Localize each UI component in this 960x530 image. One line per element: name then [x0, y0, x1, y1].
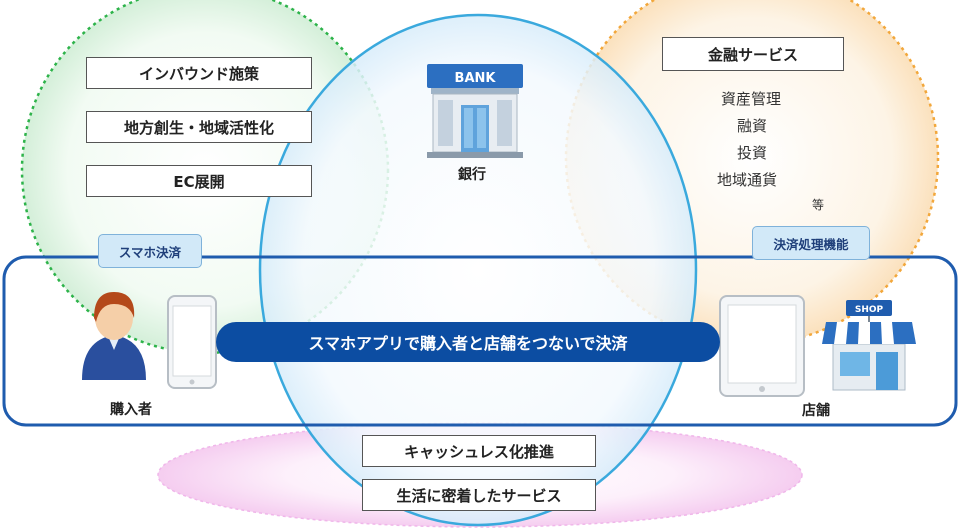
- service-etc: 等: [812, 198, 825, 212]
- service-currency: 地域通貨: [717, 171, 778, 189]
- shop-sign: SHOP: [855, 305, 884, 315]
- inbound-box: インバウンド施策: [86, 57, 312, 89]
- shop-icon: SHOP: [822, 300, 916, 391]
- tablet-icon: [719, 295, 805, 397]
- bank-label: 銀行: [458, 167, 486, 183]
- buyer-label: 購入者: [110, 402, 152, 418]
- regional-box: 地方創生・地域活性化: [86, 111, 312, 143]
- bank-sign: BANK: [455, 71, 497, 86]
- cashless-box: キャッシュレス化推進: [362, 435, 596, 467]
- blue-circle: [258, 13, 698, 527]
- smartphone-icon: [167, 295, 217, 389]
- bank-icon: [427, 64, 523, 158]
- ec-box: EC展開: [86, 165, 312, 197]
- service-invest: 投資: [737, 144, 768, 162]
- payment-processing-tag: 決済処理機能: [752, 226, 870, 260]
- smartphone-payment-tag: スマホ決済: [98, 234, 202, 268]
- financial-services-box: 金融サービス: [662, 37, 844, 71]
- service-loan: 融資: [737, 117, 768, 135]
- payment-band: [2, 255, 958, 427]
- payment-banner: スマホアプリで購入者と店舗をつないで決済: [216, 322, 720, 362]
- person-icon: [82, 292, 146, 380]
- daily-life-box: 生活に密着したサービス: [362, 479, 596, 511]
- shop-label: 店舗: [802, 403, 830, 419]
- service-asset: 資産管理: [721, 90, 782, 108]
